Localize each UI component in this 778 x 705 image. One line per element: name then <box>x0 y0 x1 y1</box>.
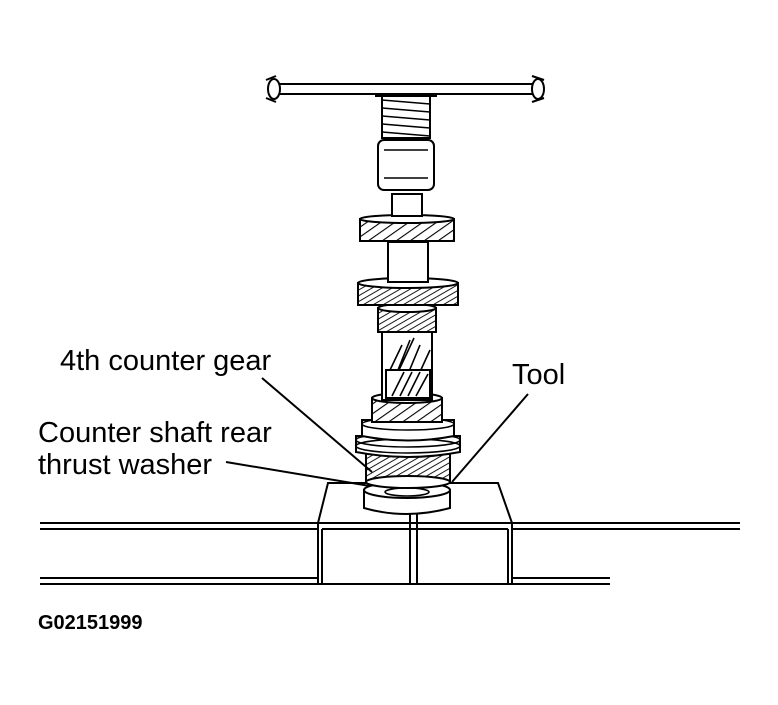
label-4th-counter-gear: 4th counter gear <box>60 345 272 377</box>
leader-tool <box>451 393 529 483</box>
label-tool: Tool <box>512 359 565 391</box>
tommy-bar-handle <box>265 75 545 103</box>
leader-thrust-washer <box>225 461 371 487</box>
leader-4th-counter-gear <box>261 377 373 473</box>
puller-screw <box>375 87 437 191</box>
figure-id: G02151999 <box>38 612 143 634</box>
counter-gear-assembly <box>355 193 461 489</box>
label-thrust-washer-line2: thrust washer <box>38 449 212 481</box>
label-thrust-washer-line1: Counter shaft rear <box>38 417 272 449</box>
